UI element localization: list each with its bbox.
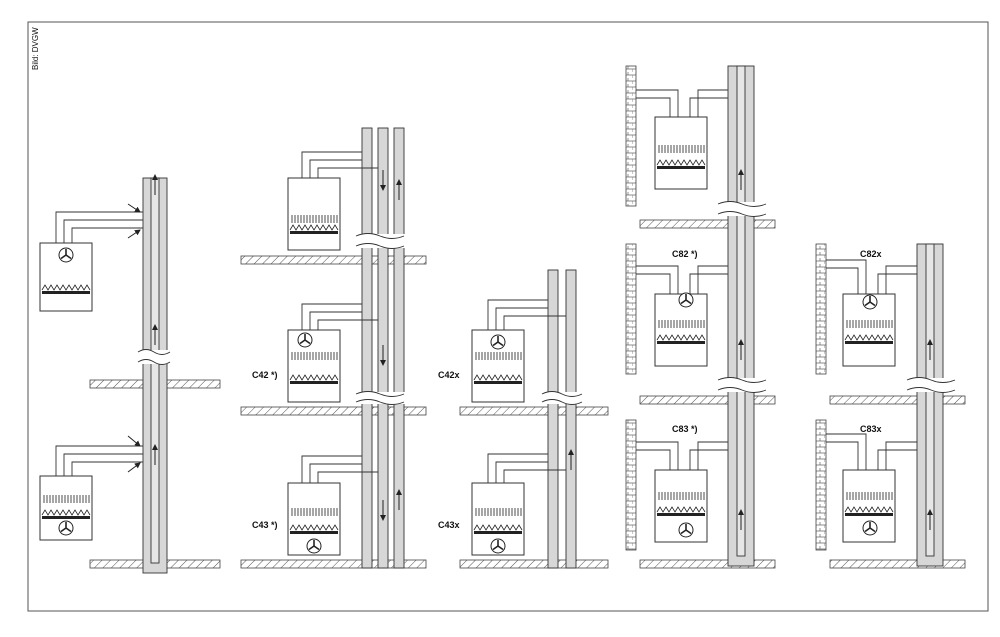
floor-slab (639, 395, 776, 405)
boiler-appliance (287, 329, 341, 403)
floor-slab (829, 395, 966, 405)
group-4-c8-system: C82 *) C83 *) (625, 65, 776, 569)
flue-duct (393, 127, 405, 569)
group-5-c8x-system: C82x C83x (815, 243, 966, 569)
image-credit: Bild: DVGW (31, 27, 40, 70)
group-1-vertical-flue (39, 174, 221, 574)
flue-duct-inner (925, 243, 935, 557)
exterior-wall (625, 243, 637, 375)
label-c43: C43 *) (252, 520, 278, 530)
group-2-c4-system: C42 *) C43 *) (240, 127, 427, 569)
floor-slab (240, 255, 427, 265)
boiler-appliance (654, 293, 708, 367)
label-c83: C83 *) (672, 424, 698, 434)
exterior-wall (625, 419, 637, 551)
air-duct (547, 269, 559, 569)
floor-slab (459, 406, 609, 416)
floor-slab (639, 559, 776, 569)
label-c42: C42 *) (252, 370, 278, 380)
flue-duct-inner (736, 65, 746, 557)
label-c43x: C43x (438, 520, 460, 530)
label-c82: C82 *) (672, 249, 698, 259)
boiler-appliance (287, 177, 341, 251)
exterior-wall (815, 243, 827, 375)
exterior-wall (625, 65, 637, 207)
floor-slab (240, 559, 427, 569)
exterior-wall (815, 419, 827, 551)
floor-slab (829, 559, 966, 569)
flue-duct (565, 269, 577, 569)
floor-slab (459, 559, 609, 569)
label-c82x: C82x (860, 249, 882, 259)
group-3-c4x-system: C42x C43x (438, 269, 609, 569)
label-c83x: C83x (860, 424, 882, 434)
flue-shaft-inner (150, 177, 160, 564)
outer-frame (27, 21, 989, 612)
air-duct (361, 127, 373, 569)
boiler-appliance (654, 116, 708, 190)
floor-slab (639, 219, 776, 229)
floor-slab (240, 406, 427, 416)
label-c42x: C42x (438, 370, 460, 380)
